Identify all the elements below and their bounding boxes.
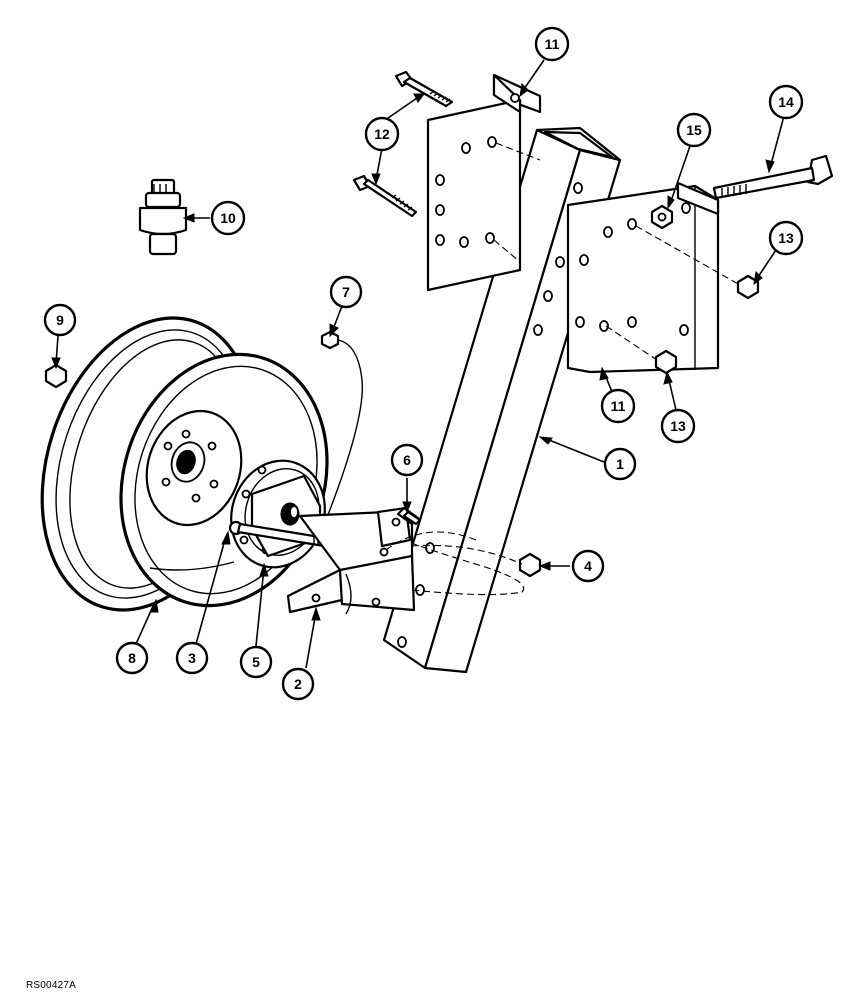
svg-text:15: 15 [686,122,702,138]
bracket-part-2 [286,506,416,615]
svg-text:8: 8 [128,650,136,666]
svg-text:1: 1 [616,456,624,472]
svg-text:3: 3 [188,650,196,666]
callout-8: 8 [115,641,149,675]
nut-part-13-lower [654,349,678,375]
callout-6: 6 [390,443,424,477]
bolts-part-12 [352,70,454,218]
callout-14: 14 [768,84,804,120]
plate-part-11-bottom [566,181,741,374]
wheel-part-8 [40,316,329,612]
figure-code: RS00427A [26,980,76,991]
svg-text:2: 2 [294,676,302,692]
nut-part-13-upper [736,274,760,300]
svg-text:9: 9 [56,312,64,328]
callout-2: 2 [281,667,315,701]
callout-4: 4 [571,549,605,583]
callout-11-top: 11 [534,26,570,62]
svg-text:6: 6 [403,452,411,468]
fitting-part-10 [138,178,188,256]
svg-text:14: 14 [778,94,794,110]
bolt-part-14 [712,154,834,200]
bolt-part-6 [396,506,422,526]
svg-text:13: 13 [670,418,686,434]
svg-text:11: 11 [545,36,560,52]
plate-part-11-top [426,73,542,292]
svg-text:4: 4 [584,558,592,574]
callout-13-lower: 13 [660,408,696,444]
svg-text:12: 12 [374,126,390,142]
callout-11-bottom: 11 [600,388,636,424]
callout-12: 12 [364,116,400,152]
callout-15: 15 [676,112,712,148]
svg-text:7: 7 [342,284,350,300]
svg-text:11: 11 [611,398,626,414]
svg-text:13: 13 [778,230,794,246]
callout-1: 1 [603,447,637,481]
nut-part-4 [518,552,542,578]
callout-13-upper: 13 [768,220,804,256]
svg-text:5: 5 [252,654,260,670]
svg-text:10: 10 [220,210,236,226]
leader-lines [51,59,785,669]
callout-9: 9 [43,303,77,337]
callout-7: 7 [329,275,363,309]
callout-10: 10 [210,200,246,236]
callout-5: 5 [239,645,273,679]
callout-3: 3 [175,641,209,675]
